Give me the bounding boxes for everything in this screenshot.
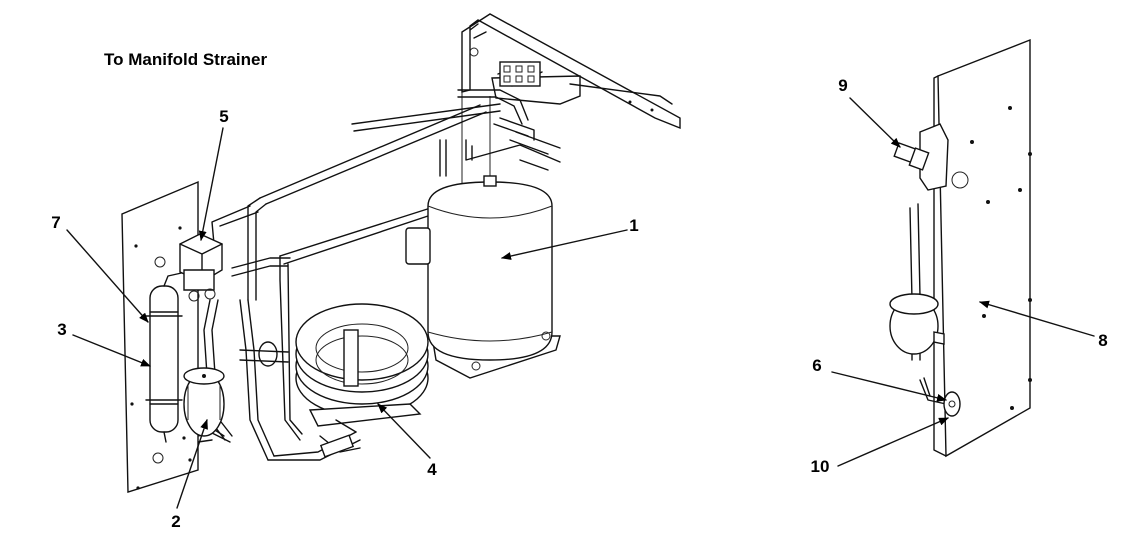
callout-1: 1 [629, 216, 639, 235]
side-panel [933, 38, 1032, 458]
leader-1 [501, 229, 628, 260]
solenoid-valve [179, 233, 223, 302]
leader-lines [66, 97, 1095, 509]
callout-3: 3 [57, 320, 67, 339]
leader-6 [831, 371, 947, 402]
manifold-strainer-label: To Manifold Strainer [104, 50, 268, 69]
callout-4: 4 [427, 460, 437, 479]
callout-8: 8 [1098, 331, 1108, 350]
callout-7: 7 [51, 213, 61, 232]
callout-9: 9 [838, 76, 848, 95]
leader-8 [979, 300, 1095, 337]
leader-7 [66, 229, 149, 323]
leader-4 [377, 403, 431, 459]
pressure-switch [943, 391, 961, 417]
right-filter-drier [889, 293, 945, 355]
leader-5 [198, 127, 224, 241]
callout-10: 10 [810, 457, 830, 476]
filter-drier [183, 367, 225, 437]
fitting-9 [893, 142, 930, 171]
callout-2: 2 [171, 512, 181, 531]
callout-6: 6 [812, 356, 822, 375]
leader-9 [849, 97, 901, 148]
sight-glass [239, 341, 289, 367]
callout-5: 5 [219, 107, 229, 126]
receiver-tank [145, 271, 187, 443]
leader-10 [837, 417, 949, 467]
leader-2 [176, 419, 208, 509]
condenser-coil [295, 303, 429, 458]
compressor [405, 175, 561, 379]
upper-mounting-bracket [461, 13, 681, 130]
leader-3 [72, 334, 151, 367]
